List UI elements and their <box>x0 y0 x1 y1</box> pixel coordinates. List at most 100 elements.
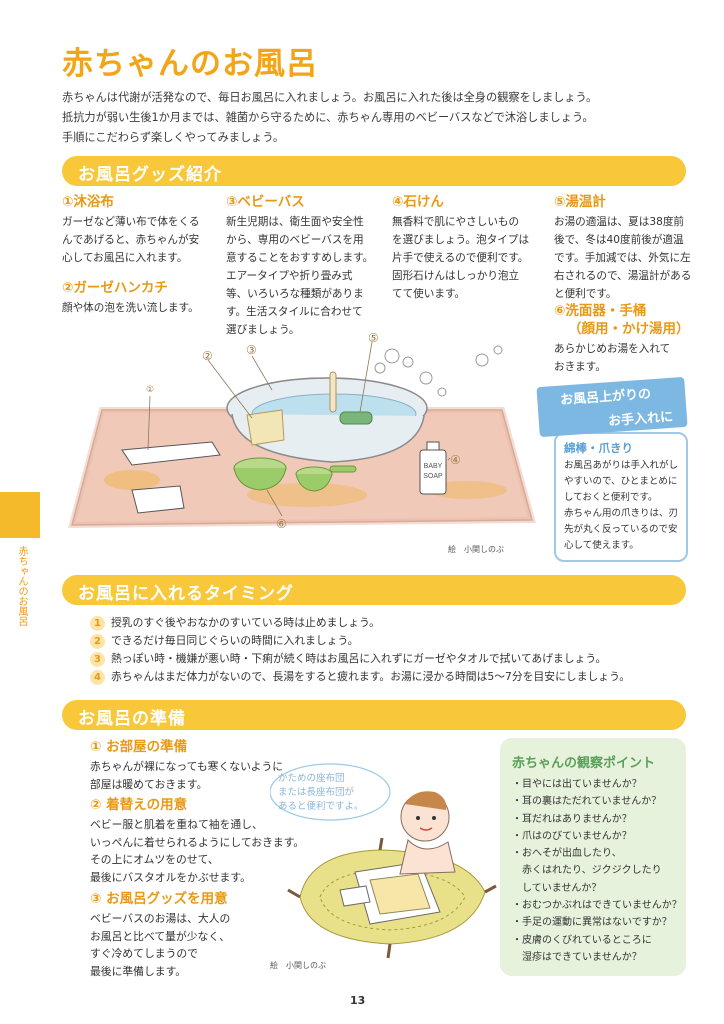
illus-number: ② <box>202 349 213 363</box>
observation-line: していませんか？ <box>512 882 602 894</box>
illustration-credit: 絵 小関しのぶ <box>270 961 326 970</box>
baby-clothes-icon <box>339 861 441 925</box>
observation-line: ・耳だれはありませんか？ <box>512 813 632 825</box>
timing-number: 1 <box>90 616 105 631</box>
prep-line: その上にオムツをのせて、 <box>90 853 219 866</box>
bath-goods-illustration: BABY SOAP ① ② ③ ④ ⑤ ⑥ <box>68 331 536 531</box>
prep-line: ベビー服と肌着を重ねて袖を通し、 <box>90 818 263 831</box>
item-line: 後で、冬は40度前後が適温 <box>554 234 684 246</box>
item-line: んであげると、赤ちゃんが安 <box>62 234 200 246</box>
care-line: しておくと便利です。 <box>564 492 658 503</box>
gauze-handkerchief-icon <box>246 409 285 446</box>
goods-item-baby-bath: ③ベビーバス 新生児期は、衛生面や安全性 から、専用のベビーバスを用 意すること… <box>226 193 380 339</box>
item-line: ガーゼなど薄い布で体をくる <box>62 216 200 228</box>
side-tab-label: 赤ちゃんのお風呂 <box>16 546 27 626</box>
section-band-timing: お風呂に入れるタイミング <box>62 575 686 605</box>
observation-title: 赤ちゃんの観察ポイント <box>512 756 656 771</box>
prep-line: 最後に準備します。 <box>90 964 187 978</box>
prep-step-title: ③ お風呂グッズを用意 <box>90 891 228 907</box>
item-line: あらかじめお湯を入れて <box>554 343 671 355</box>
observation-line: 赤くはれたり、ジクジクしたり <box>512 865 662 877</box>
item-line: 無香料で肌にやさしいもの <box>392 216 520 228</box>
item-title: ⑤湯温計 <box>554 194 606 210</box>
prep-step-room: ① お部屋の準備 赤ちゃんが裸になっても寒くないように 部屋は暖めておきます。 <box>90 738 330 793</box>
soap-label-line1: BABY <box>424 463 443 470</box>
item-line: を選びましょう。泡タイプは <box>392 234 530 246</box>
section-heading: お風呂の準備 <box>78 709 186 729</box>
timing-number: 4 <box>90 670 105 685</box>
observation-line: ・目やには出ていませんか？ <box>512 779 642 790</box>
illustration-credit: 絵 小関しのぶ <box>448 545 504 554</box>
intro-line: 抵抗力が弱い生後1か月までは、雑菌から守るために、赤ちゃん専用のベビーバスなどで… <box>62 111 594 124</box>
item-title: ①沐浴布 <box>62 194 114 210</box>
goods-item-gauze: ②ガーゼハンカチ 顔や体の泡を洗い流します。 <box>62 279 212 317</box>
prep-step-goods: ③ お風呂グッズを用意 ベビーバスのお湯は、大人の お風呂と比べて量が少なく、 … <box>90 890 290 980</box>
section-heading: お風呂グッズ紹介 <box>78 165 222 185</box>
item-line: 右されるので、湯温計がある <box>554 270 692 282</box>
care-line: 先が丸く反っているので安 <box>564 524 678 535</box>
prep-line: 赤ちゃんが裸になっても寒くないように <box>90 760 284 773</box>
illus-number: ③ <box>246 343 257 357</box>
item-line: す。生活スタイルに合わせて <box>226 306 363 318</box>
item-line: 意することをおすすめします。 <box>226 252 374 264</box>
prep-line: 最後にバスタオルをかぶせます。 <box>90 870 251 884</box>
timing-text: 熱っぽい時・機嫌が悪い時・下痢が続く時はお風呂に入れずにガーゼやタオルで拭いてあ… <box>111 652 607 665</box>
item-line: と便利です。 <box>554 288 617 300</box>
item-title: ⑥洗面器・手桶 <box>554 303 647 319</box>
item-line: 片手で使えるので便利です。 <box>392 252 529 264</box>
item-line: お湯の適温は、夏は38度前 <box>554 216 685 228</box>
illus-number: ⑤ <box>368 331 379 345</box>
item-line: 顔や体の泡を洗い流します。 <box>62 302 199 314</box>
section-band-prep: お風呂の準備 <box>62 700 686 730</box>
goods-item-basin: ⑥洗面器・手桶 （顔用・かけ湯用） あらかじめお湯を入れて おきます。 <box>554 302 694 376</box>
item-line: 等、いろいろな種類がありま <box>226 288 364 300</box>
prep-line: すぐ冷めてしまうので <box>90 947 198 960</box>
illus-number: ④ <box>450 453 461 467</box>
side-tab <box>0 492 40 538</box>
bath-cloth-icon <box>121 441 221 514</box>
care-line: 赤ちゃん用の爪きりは、刃 <box>564 508 679 519</box>
item-title: ②ガーゼハンカチ <box>62 280 168 296</box>
section-heading: お風呂に入れるタイミング <box>78 584 294 604</box>
observation-line: ・手足の運動に異常はないですか？ <box>512 917 672 929</box>
prep-step-clothes: ② 着替えの用意 ベビー服と肌着を重ねて袖を通し、 いっぺんに着せられるようにし… <box>90 796 340 886</box>
care-line: お風呂あがりは手入れがし <box>564 460 679 471</box>
item-line: 新生児期は、衛生面や安全性 <box>226 216 364 228</box>
bubble-line: または長座布団が <box>278 787 355 798</box>
liquid-soap-bottle-icon: BABY SOAP <box>419 441 447 495</box>
illus-number: ① <box>146 385 154 395</box>
page-number: 13 <box>350 994 366 1007</box>
item-line: 固形石けんはしっかり泡立 <box>392 270 520 282</box>
item-line: 心してお風呂に入れます。 <box>62 252 188 264</box>
soap-bar-icon <box>339 411 373 425</box>
item-line: から、専用のベビーバスを用 <box>226 234 364 246</box>
care-content: 綿棒・爪きり お風呂あがりは手入れがし やすいので、ひとまとめに しておくと便利… <box>564 440 686 554</box>
intro-text: 赤ちゃんは代謝が活発なので、毎日お風呂に入れましょう。お風呂に入れた後は全身の観… <box>62 88 682 148</box>
care-line: やすいので、ひとまとめに <box>564 476 678 487</box>
bubble-line: かための座布団 <box>278 773 345 784</box>
prep-step-title: ① お部屋の準備 <box>90 739 188 755</box>
speech-bubble-icon <box>270 763 391 821</box>
prep-line: ベビーバスのお湯は、大人の <box>90 912 231 925</box>
goods-item-bath-cloth: ①沐浴布 ガーゼなど薄い布で体をくる んであげると、赤ちゃんが安 心してお風呂に… <box>62 193 212 267</box>
prep-line: 部屋は暖めておきます。 <box>90 777 208 791</box>
intro-line: 手順にこだわらず楽しくやってみましょう。 <box>62 131 285 144</box>
prep-line: お風呂と比べて量が少なく、 <box>90 929 230 943</box>
speech-bubble-text: かための座布団 または長座布団が あると便利ですよ。 <box>278 772 378 814</box>
observation-line: ・おへそが出血したり、 <box>512 848 622 860</box>
timing-item: 4 赤ちゃんはまだ体力がないので、長湯をすると疲れます。お湯に浸かる時間は5～7分… <box>90 668 630 686</box>
goods-item-soap: ④石けん 無香料で肌にやさしいもの を選びましょう。泡タイプは 片手で使えるので… <box>392 193 542 303</box>
baby-icon <box>399 791 456 875</box>
item-line: てて使います。 <box>392 288 466 300</box>
intro-line: 赤ちゃんは代謝が活発なので、毎日お風呂に入れましょう。お風呂に入れた後は全身の観… <box>62 91 598 104</box>
item-title: ③ベビーバス <box>226 194 305 210</box>
section-band-goods: お風呂グッズ紹介 <box>62 156 686 186</box>
observation-box <box>500 738 686 976</box>
observation-line: 湿疹はできていませんか？ <box>512 951 642 963</box>
observation-line: ・皮膚のくびれているところに <box>512 934 652 946</box>
wash-basin-icon <box>233 457 357 492</box>
bubble-line: あると便利ですよ。 <box>278 801 364 812</box>
timing-text: 赤ちゃんはまだ体力がないので、長湯をすると疲れます。お湯に浸かる時間は5～7分を… <box>111 670 631 683</box>
